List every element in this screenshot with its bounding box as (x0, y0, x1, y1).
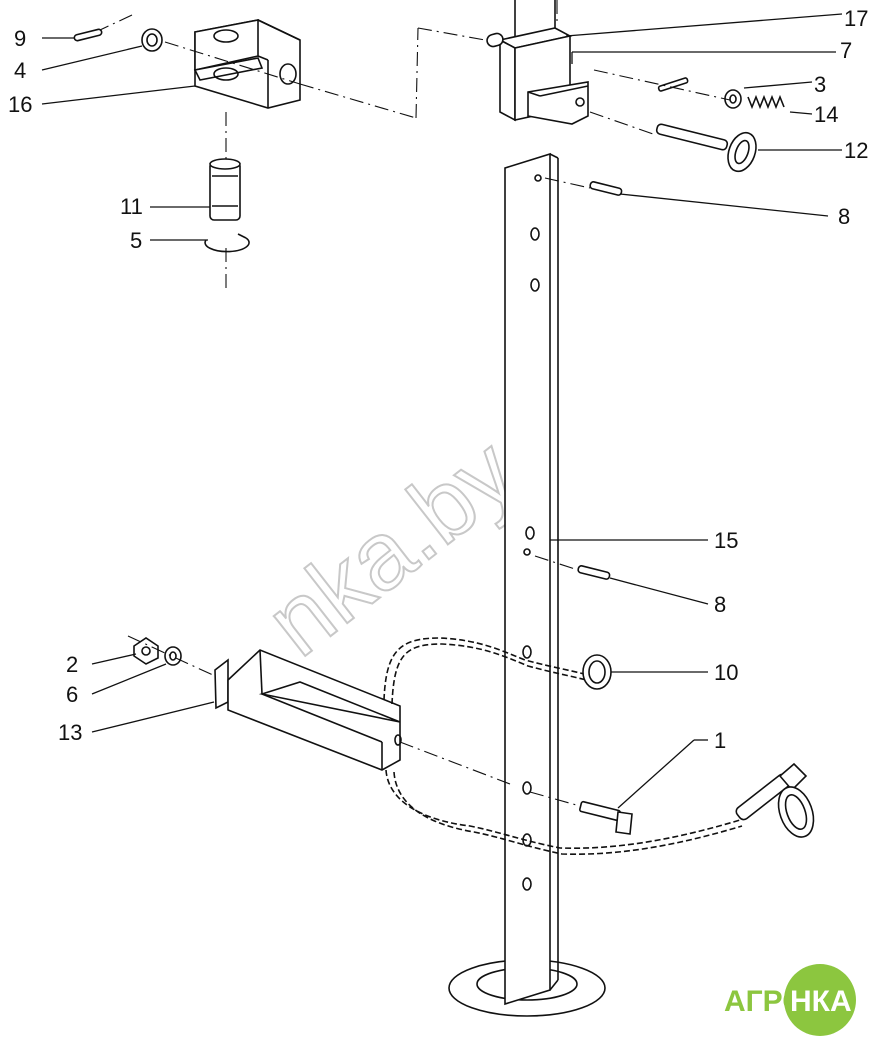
holder-bracket (214, 649, 402, 771)
upper-sleeve (486, 0, 589, 125)
label-10: 10 (714, 660, 738, 685)
logo-text-left: АГРО (724, 985, 806, 1018)
pin-8-upper (589, 181, 623, 196)
upright-post (504, 152, 559, 1006)
label-2: 2 (66, 652, 78, 677)
label-16: 16 (8, 92, 32, 117)
lock-pin-12 (655, 123, 757, 173)
bolt-1 (579, 800, 633, 835)
hitch-pin (735, 762, 815, 838)
pin-8-lower (577, 565, 611, 580)
label-1: 1 (714, 728, 726, 753)
label-9: 9 (14, 26, 26, 51)
spring-14 (747, 94, 785, 110)
label-4: 4 (14, 58, 26, 83)
watermark-text: nka.by (247, 418, 536, 676)
label-8-upper: 8 (838, 204, 850, 229)
label-17: 17 (844, 6, 868, 31)
split-pin-9 (73, 28, 103, 42)
chain-lower (385, 769, 743, 856)
agronka-logo: АГРО НКА (724, 964, 856, 1036)
washer-6 (164, 646, 182, 666)
label-3: 3 (814, 72, 826, 97)
assembly-axes (99, 0, 731, 807)
label-6: 6 (66, 682, 78, 707)
label-14: 14 (814, 102, 838, 127)
nut-2 (133, 637, 159, 665)
axle-pin (209, 158, 241, 221)
leader-lines (41, 13, 843, 809)
label-13: 13 (58, 720, 82, 745)
circlip (204, 233, 250, 253)
logo-text-right: НКА (790, 985, 852, 1018)
post-holes (522, 174, 542, 891)
label-11: 11 (120, 194, 143, 219)
label-15: 15 (714, 528, 738, 553)
label-12: 12 (844, 138, 868, 163)
sleeve-bracket (527, 81, 589, 125)
part-labels: 17 9 7 4 3 16 14 12 11 8 5 15 8 2 10 6 1… (8, 6, 868, 753)
washer-4 (141, 28, 163, 52)
pin-7 (657, 77, 689, 92)
label-5: 5 (130, 228, 142, 253)
fork-bracket (193, 19, 301, 109)
ring-10 (582, 654, 612, 690)
label-8-lower: 8 (714, 592, 726, 617)
chain-upper (383, 637, 595, 705)
label-7: 7 (840, 38, 852, 63)
sleeve-pin-stub (486, 32, 504, 48)
